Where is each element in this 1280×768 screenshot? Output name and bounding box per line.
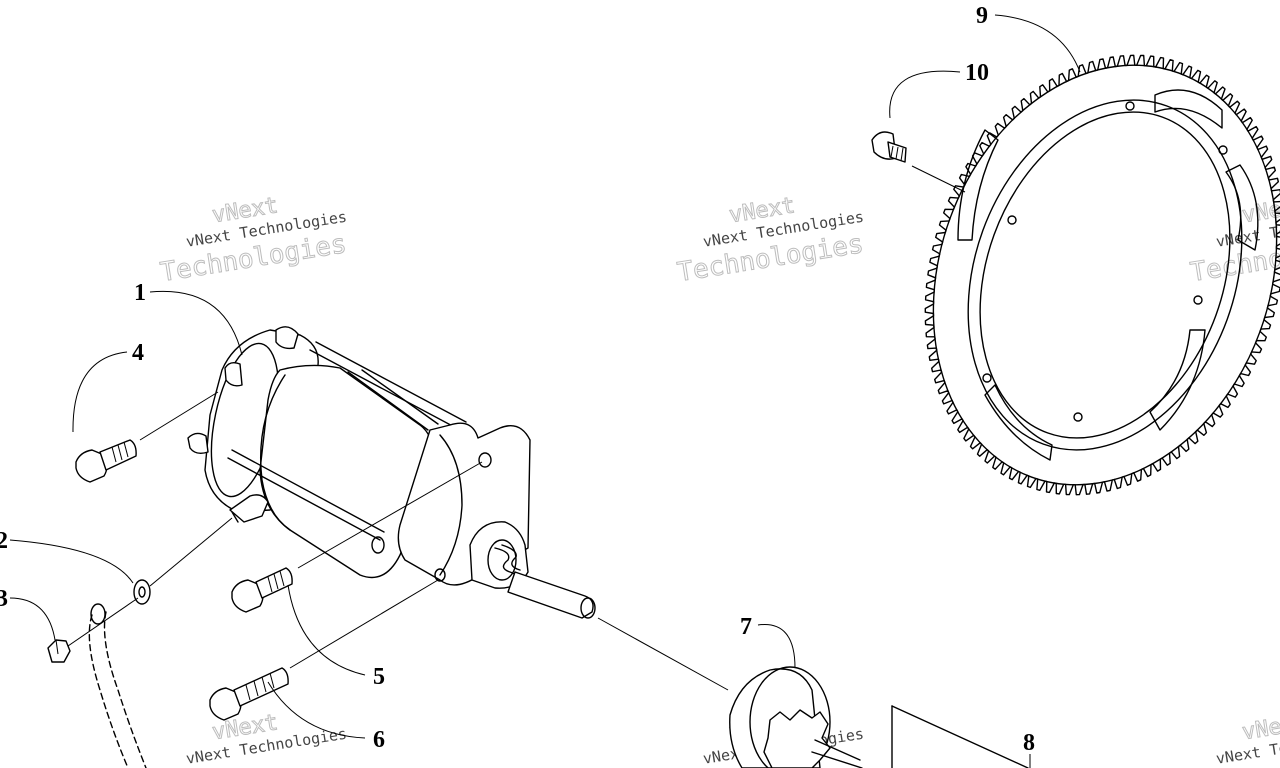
watermark-bottom-right: vNext vNext Technologies <box>1215 710 1280 768</box>
flange-bolt-part <box>75 439 137 483</box>
starter-cable <box>88 603 147 768</box>
lock-washer-part <box>133 579 151 605</box>
ring-gear-part <box>924 54 1280 496</box>
callout-8: 8 <box>1023 730 1035 756</box>
watermark-center: vNext vNext Technologies Technologies <box>675 193 866 289</box>
watermark-bottom-left: vNext vNext Technologies <box>185 710 348 768</box>
watermark-left: vNext vNext Technologies Technologies <box>158 193 349 289</box>
callout-3: 3 <box>0 586 8 612</box>
callout-7: 7 <box>740 614 752 640</box>
bracket-part <box>891 705 1031 768</box>
callout-6: 6 <box>373 727 385 753</box>
callout-10: 10 <box>965 60 989 86</box>
flange-bolt-part <box>231 567 293 613</box>
callout-9: 9 <box>976 3 988 29</box>
countersunk-screw-part <box>871 131 907 163</box>
starter-motor-part <box>187 326 596 619</box>
callout-4: 4 <box>132 340 144 366</box>
starter-drive-part <box>729 666 863 768</box>
callout-1: 1 <box>134 280 146 306</box>
callout-5: 5 <box>373 664 385 690</box>
hex-nut-part <box>47 639 71 663</box>
flange-bolt-part <box>209 667 289 721</box>
callout-2: 2 <box>0 528 8 554</box>
